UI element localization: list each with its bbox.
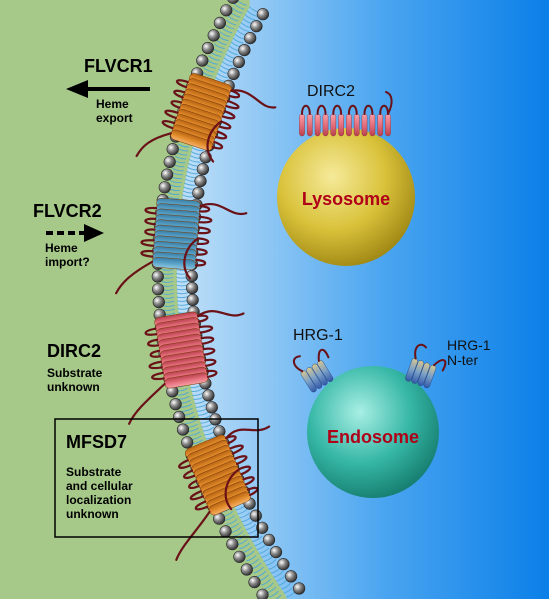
flvcr1-protein bbox=[135, 73, 277, 163]
hrg1-protein-right bbox=[405, 343, 447, 389]
solid-left-arrow-icon bbox=[66, 80, 150, 98]
mfsd7-desc-line4: unknown bbox=[66, 507, 119, 521]
flvcr1-annotation: FLVCR1 Heme export bbox=[66, 56, 153, 125]
mfsd7-protein bbox=[175, 425, 271, 561]
mfsd7-box bbox=[54, 418, 259, 538]
dirc2-title: DIRC2 bbox=[47, 341, 101, 361]
mfsd7-desc-line3: localization bbox=[66, 493, 131, 507]
mfsd7-annotation: MFSD7 Substrate and cellular localizatio… bbox=[54, 418, 259, 538]
endosome-vesicle: Endosome HRG-1 HRG-1 N-ter bbox=[292, 327, 491, 498]
hrg1-nter-label-line1: HRG-1 bbox=[447, 337, 491, 353]
mfsd7-desc-line1: Substrate bbox=[66, 465, 122, 479]
hrg1-protein-left bbox=[292, 348, 334, 393]
dashed-right-arrow-icon bbox=[46, 224, 104, 242]
flvcr2-title: FLVCR2 bbox=[33, 201, 102, 221]
flvcr2-protein bbox=[115, 197, 248, 295]
flvcr2-desc-line2: import? bbox=[45, 255, 90, 269]
mfsd7-title: MFSD7 bbox=[66, 432, 127, 452]
flvcr1-desc-line2: export bbox=[96, 111, 133, 125]
flvcr1-desc-line1: Heme bbox=[96, 97, 129, 111]
flvcr2-annotation: FLVCR2 Heme import? bbox=[33, 201, 104, 269]
dirc2-desc-line1: Substrate bbox=[47, 366, 103, 380]
lysosome-vesicle: Lysosome DIRC2 bbox=[277, 83, 415, 266]
lysosome-dirc2-label: DIRC2 bbox=[307, 83, 355, 100]
cytoplasm-region bbox=[0, 0, 287, 599]
hrg1-label: HRG-1 bbox=[293, 327, 343, 344]
membrane-proteins bbox=[115, 73, 277, 561]
flvcr2-desc-line1: Heme bbox=[45, 241, 78, 255]
dirc2-desc-line2: unknown bbox=[47, 380, 100, 394]
dirc2-membrane-protein bbox=[128, 310, 245, 425]
lysosome-dirc2-protein bbox=[299, 91, 393, 137]
hrg1-nter-label-line2: N-ter bbox=[447, 352, 478, 368]
flvcr1-title: FLVCR1 bbox=[84, 56, 153, 76]
endosome-hrg1-proteins bbox=[292, 343, 447, 393]
endosome-label: Endosome bbox=[327, 427, 419, 447]
lysosome-label: Lysosome bbox=[302, 189, 390, 209]
mfsd7-desc-line2: and cellular bbox=[66, 479, 133, 493]
dirc2-annotation: DIRC2 Substrate unknown bbox=[47, 341, 103, 394]
